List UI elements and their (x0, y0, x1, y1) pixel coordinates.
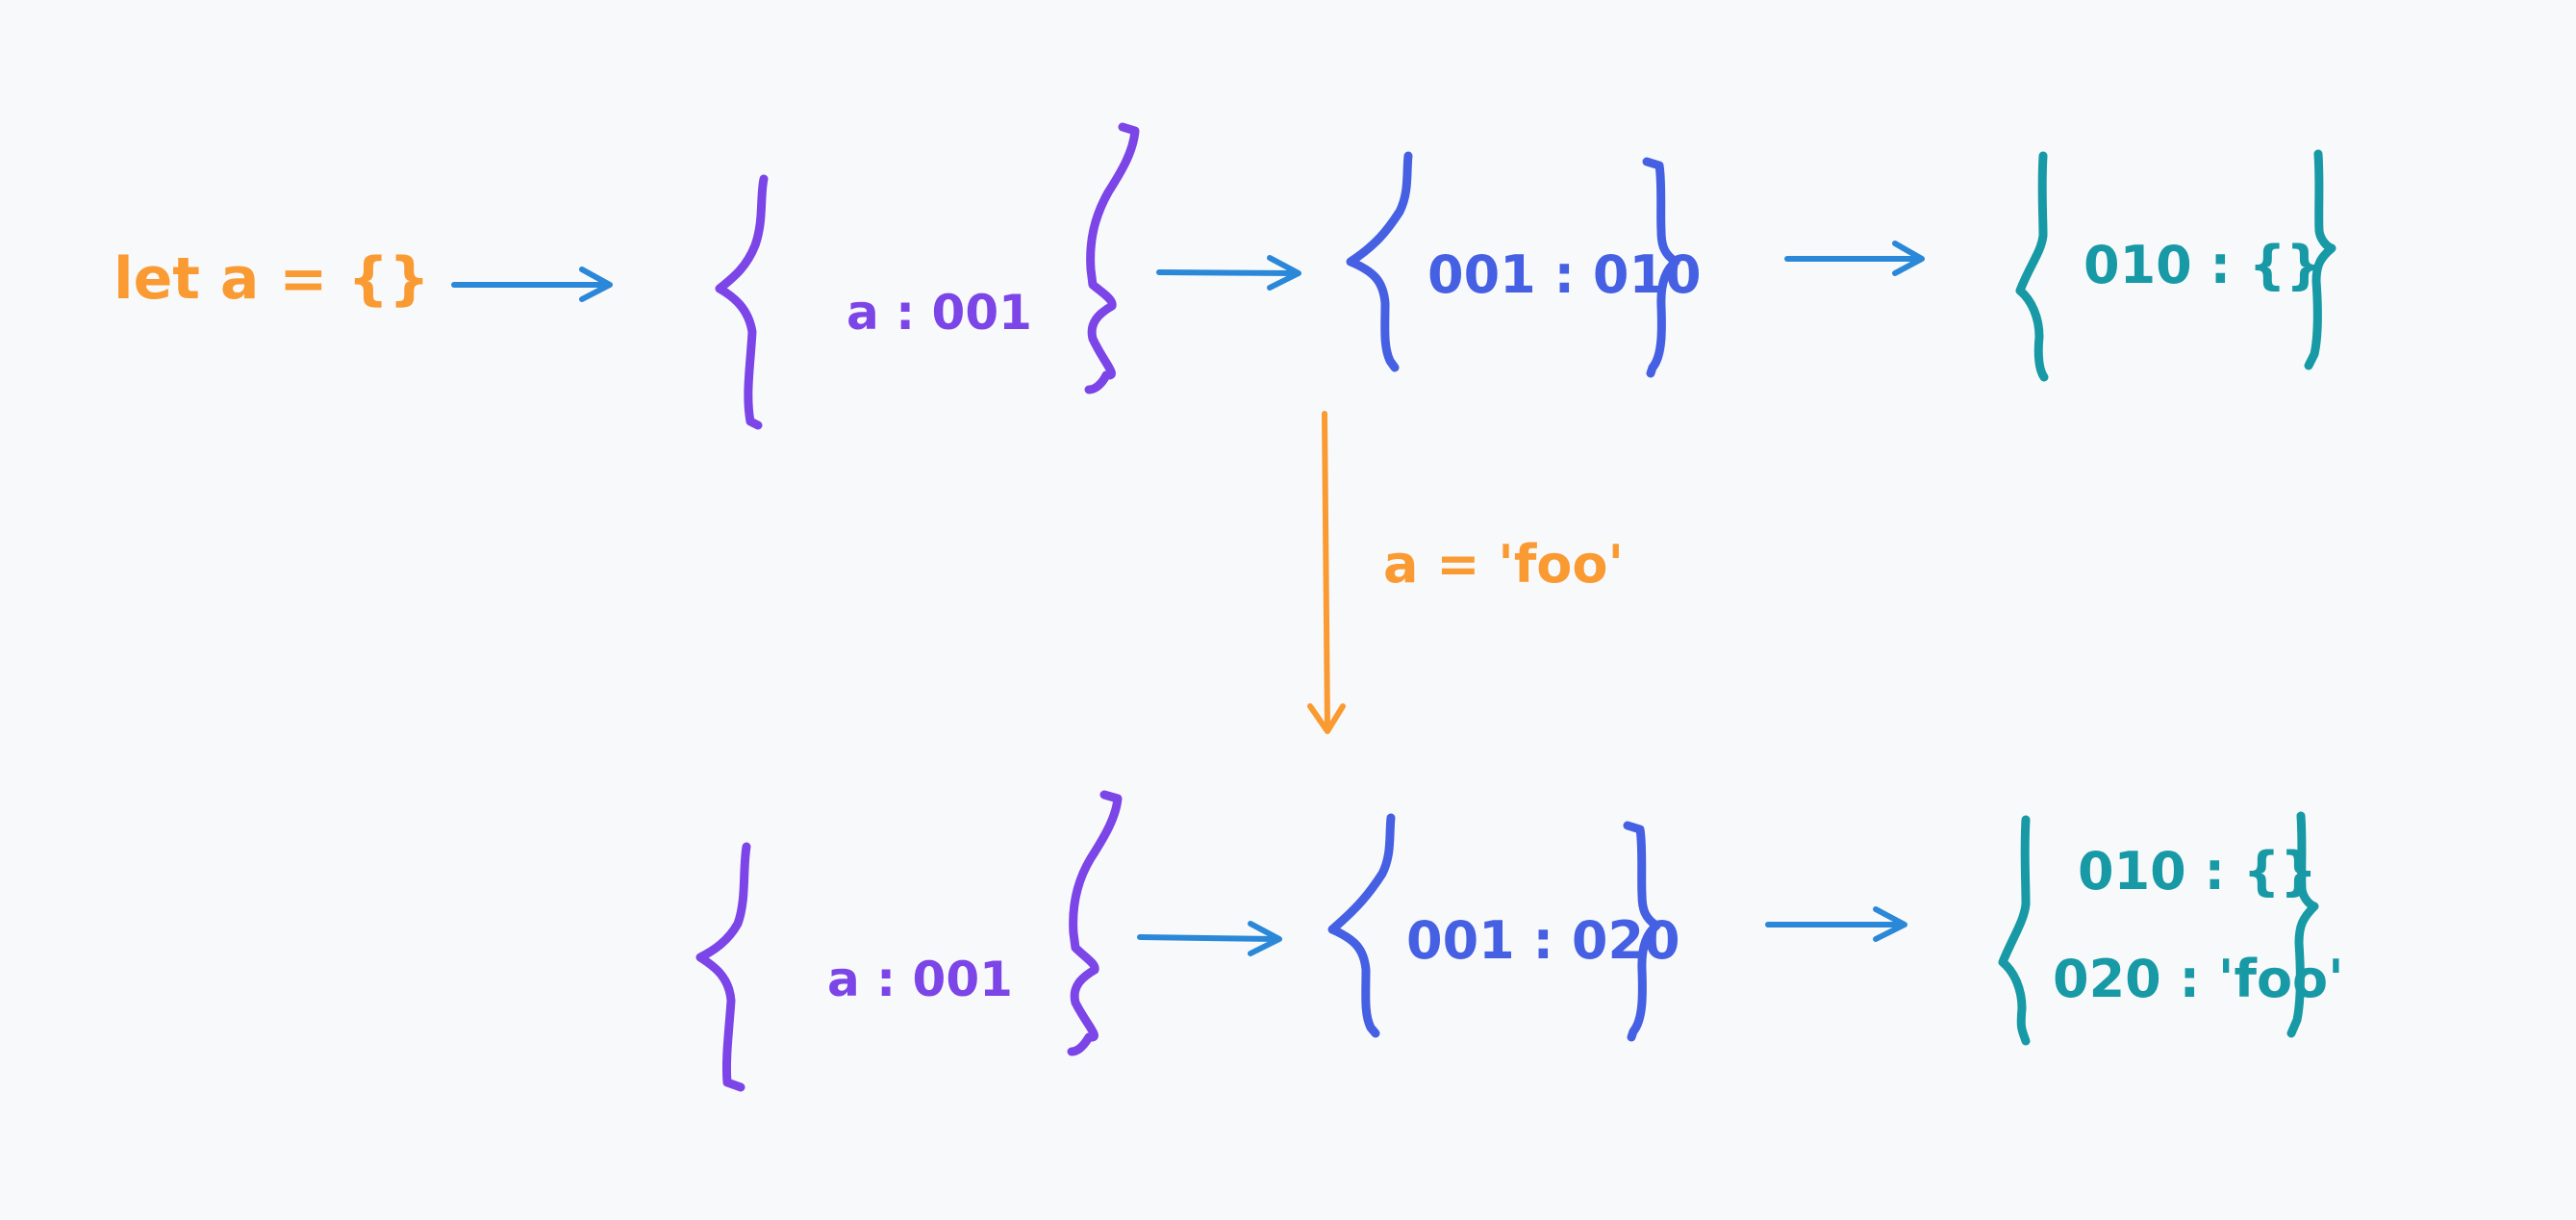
bottom-address-open-brace (1327, 813, 1396, 1038)
bottom-heap-close-brace (2286, 811, 2319, 1038)
top-heap-object: 010 : {} (2015, 149, 2336, 382)
top-address-entry: 001 : 010 (1427, 244, 1702, 305)
top-heap-entry: 010 : {} (2084, 235, 2323, 295)
assignment-label: a = 'foo' (1383, 534, 1624, 595)
top-variable-entry: a : 001 (846, 285, 1032, 341)
top-variable-open-brace (715, 174, 769, 430)
bottom-heap-open-brace (1998, 815, 2031, 1046)
top-heap-open-brace (2015, 151, 2049, 382)
top-address-object: 001 : 010 (1346, 151, 1702, 378)
bottom-variable-object: a : 001 (695, 790, 1123, 1092)
bottom-variable-entry: a : 001 (827, 952, 1013, 1007)
top-variable-object: a : 001 (715, 122, 1140, 430)
bottom-variable-close-brace (1067, 790, 1123, 1056)
bottom-heap-object: 010 : {} 020 : 'foo' (1998, 811, 2344, 1046)
arrow-top-address-to-heap (1784, 241, 1925, 276)
top-address-open-brace (1346, 151, 1413, 372)
top-address-close-brace (1642, 157, 1680, 378)
arrow-top-variable-to-address (1156, 255, 1301, 291)
bottom-address-close-brace (1623, 821, 1661, 1042)
bottom-address-object: 001 : 020 (1327, 813, 1680, 1042)
arrow-declaration-to-variable (451, 267, 613, 302)
bottom-variable-open-brace (695, 842, 751, 1092)
bottom-heap-entry-1: 010 : {} (2078, 841, 2317, 902)
top-heap-close-brace (2304, 149, 2336, 370)
declaration-label: let a = {} (114, 245, 430, 313)
arrow-bottom-variable-to-address (1137, 921, 1282, 956)
arrow-bottom-address-to-heap (1765, 906, 1907, 942)
bottom-address-entry: 001 : 020 (1406, 910, 1680, 971)
arrow-assignment-down (1307, 411, 1346, 734)
top-variable-close-brace (1084, 122, 1140, 394)
